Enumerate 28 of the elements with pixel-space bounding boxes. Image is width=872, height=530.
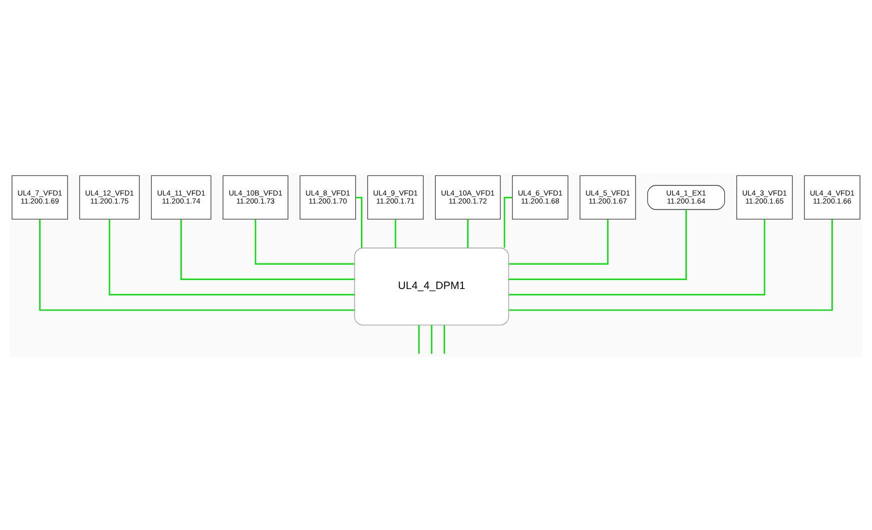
connector xyxy=(180,219,355,280)
connector xyxy=(394,219,396,248)
connector xyxy=(108,219,354,296)
node-box: UL4_1_EX1 11.200.1.64 xyxy=(647,185,725,210)
node-box: UL4_7_VFD1 11.200.1.69 xyxy=(12,175,68,220)
node-box: UL4_3_VFD1 11.200.1.65 xyxy=(736,175,793,220)
connector xyxy=(508,219,766,296)
connector xyxy=(254,219,354,265)
node-box: UL4_11_VFD1 11.200.1.74 xyxy=(151,175,212,220)
node-box: UL4_4_VFD1 11.200.1.66 xyxy=(804,175,860,220)
node-box: UL4_10B_VFD1 11.200.1.73 xyxy=(222,175,288,220)
node-box: UL4_8_VFD1 11.200.1.70 xyxy=(300,175,356,220)
connector xyxy=(508,219,608,265)
connector xyxy=(508,210,687,280)
connector xyxy=(39,219,354,311)
node-box: UL4_12_VFD1 11.200.1.75 xyxy=(79,175,140,220)
connector xyxy=(418,325,420,354)
node-box: UL4_6_VFD1 11.200.1.68 xyxy=(512,175,568,220)
connector xyxy=(504,196,512,248)
connector xyxy=(430,325,432,354)
connector xyxy=(356,196,362,248)
connector xyxy=(508,219,833,311)
connector xyxy=(467,219,468,248)
connector xyxy=(444,325,446,354)
node-box: UL4_4_DPM1 xyxy=(354,248,509,326)
node-box: UL4_5_VFD1 11.200.1.67 xyxy=(580,175,636,220)
node-box: UL4_9_VFD1 11.200.1.71 xyxy=(367,175,424,220)
node-box: UL4_10A_VFD1 11.200.1.72 xyxy=(435,175,501,220)
